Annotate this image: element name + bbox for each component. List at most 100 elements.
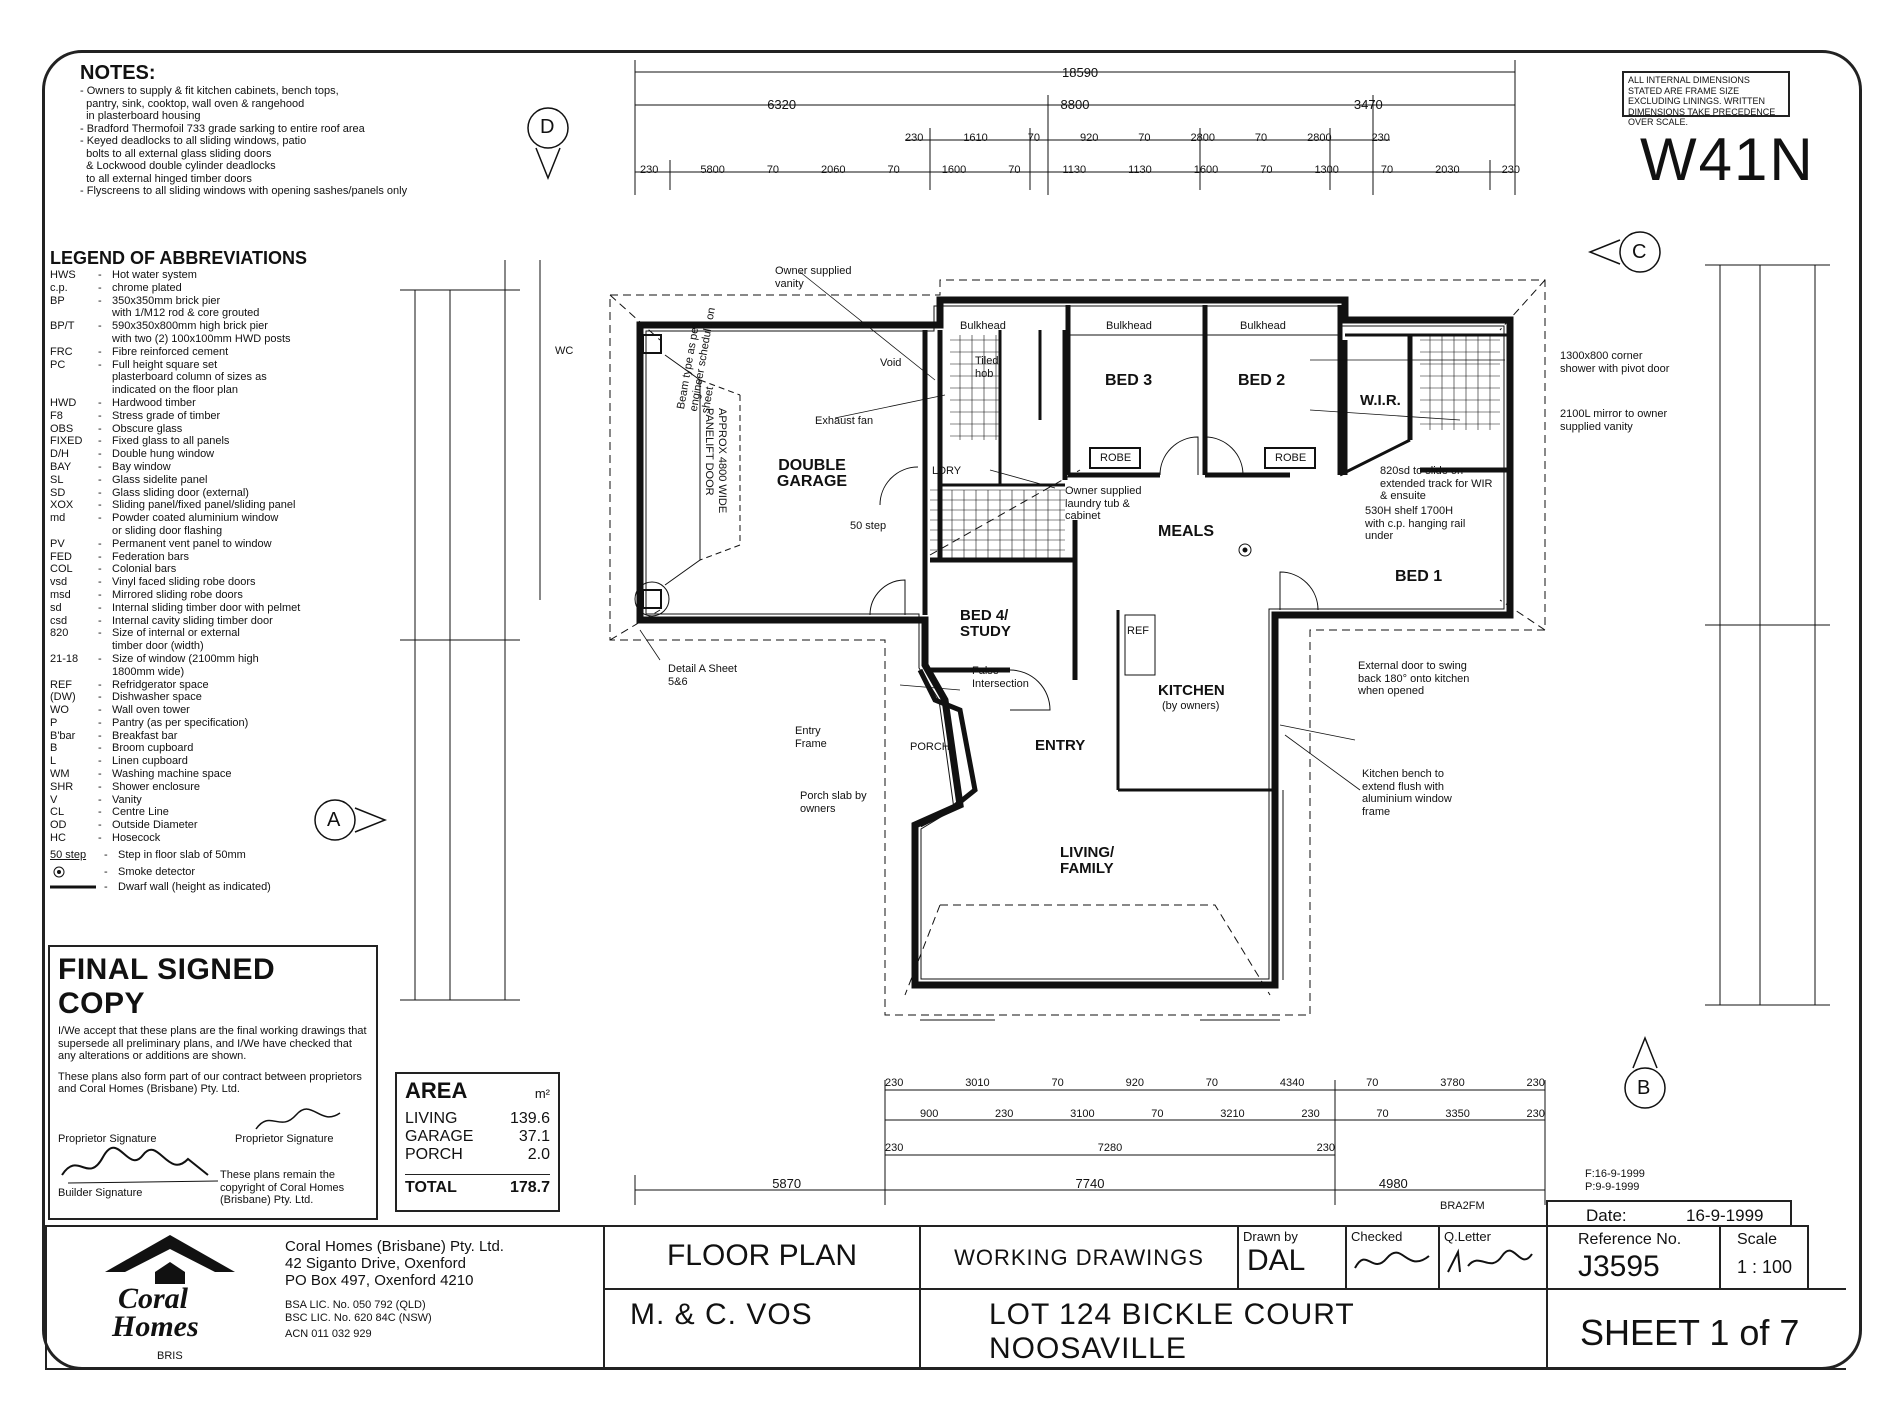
- sheet-cell: SHEET 1 of 7: [1546, 1288, 1846, 1370]
- legend-row: csd-Internal cavity sliding timber door: [50, 614, 273, 627]
- dimension-label: 230: [1526, 1108, 1545, 1120]
- notes-list: - Owners to supply & fit kitchen cabinet…: [80, 85, 530, 198]
- company-address2: PO Box 497, Oxenford 4210: [285, 1272, 474, 1289]
- client-name: M. & C. VOS: [630, 1298, 813, 1331]
- note-line: pantry, sink, cooktop, wall oven & range…: [80, 97, 305, 110]
- legend-row: FIXED-Fixed glass to all panels: [50, 435, 230, 448]
- legend-meaning: 1800mm wide): [112, 665, 185, 678]
- plan-type-cell: FLOOR PLAN: [603, 1225, 921, 1290]
- dimension-label: 1600: [1193, 164, 1219, 176]
- legend-row: CL-Centre Line: [50, 806, 169, 819]
- legend-meaning: Washing machine space: [112, 768, 232, 781]
- room-bed-2: BED 2: [1238, 372, 1286, 389]
- legend-abbrev: V: [50, 793, 58, 806]
- legend-meaning: 590x350x800mm high brick pier: [112, 320, 268, 333]
- legend-row: WM-Washing machine space: [50, 768, 232, 781]
- proprietor-signature-scribble-icon: [255, 1108, 341, 1130]
- area-title: AREA: [405, 1078, 468, 1103]
- legend-row: SHR-Shower enclosure: [50, 780, 201, 793]
- legend-row: B-Broom cupboard: [50, 742, 194, 755]
- legend-row: with 1/M12 rod & core grouted: [50, 307, 380, 320]
- legend-row: msd-Mirrored sliding robe doors: [50, 588, 243, 601]
- legend-row: HC-Hosecock: [50, 832, 161, 845]
- legend-meaning: 350x350mm brick pier: [112, 294, 221, 307]
- suburb: NOOSAVILLE: [989, 1332, 1187, 1365]
- laundry-label: LDRY: [932, 465, 962, 477]
- legend-row: BAY-Bay window: [50, 460, 171, 473]
- legend-meaning: Internal sliding timber door with pelmet: [112, 601, 301, 614]
- legend-meaning: Hardwood timber: [112, 396, 196, 409]
- fridge-label: REF: [1127, 625, 1149, 637]
- drawn-by-value: DAL: [1247, 1244, 1306, 1277]
- room-kitchen: KITCHEN: [1158, 682, 1225, 699]
- qletter-cell: Q.Letter: [1438, 1225, 1548, 1290]
- logo-sub: BRIS: [157, 1350, 183, 1362]
- final-signed-copy-box: FINAL SIGNED COPY I/We accept that these…: [48, 945, 378, 1220]
- legend-meaning: Refridgerator space: [112, 678, 209, 691]
- drawn-by-label: Drawn by: [1243, 1229, 1298, 1244]
- legend-abbrev: 820: [50, 627, 69, 640]
- legend-row: PV-Permanent vent panel to window: [50, 537, 272, 550]
- legend-meaning: Obscure glass: [112, 422, 183, 435]
- legend-abbrev: L: [50, 755, 57, 768]
- checked-label: Checked: [1351, 1229, 1403, 1244]
- legend-meaning: with two (2) 100x100mm HWD posts: [112, 332, 291, 345]
- dimension-label: 900: [920, 1108, 939, 1120]
- logo-text-homes: Homes: [112, 1310, 199, 1343]
- dimension-label: 230: [1526, 1077, 1545, 1089]
- legend-abbrev: B: [50, 742, 58, 755]
- legend-abbrev: SL: [50, 473, 64, 486]
- license-nsw: BSC LIC. No. 620 84C (NSW): [285, 1311, 432, 1324]
- final-copy-para1: I/We accept that these plans are the fin…: [58, 1025, 367, 1062]
- scale-label: Scale: [1737, 1231, 1778, 1248]
- area-value: 2.0: [527, 1146, 550, 1163]
- dimension-label: 70: [766, 164, 780, 176]
- scale-value: 1 : 100: [1737, 1257, 1793, 1277]
- legend-row: 820-Size of internal or external: [50, 627, 240, 640]
- note-line: in plasterboard housing: [80, 110, 201, 122]
- dimension-label: 7280: [1097, 1142, 1123, 1154]
- legend-row: B'bar-Breakfast bar: [50, 729, 178, 742]
- dimension-label: 1130: [1062, 164, 1087, 176]
- legend-row: WO-Wall oven tower: [50, 704, 190, 717]
- legend-row: OBS-Obscure glass: [50, 422, 183, 435]
- legend-abbrev: c.p.: [50, 281, 68, 294]
- legend-abbrev: HC: [50, 832, 66, 845]
- legend-meaning: Linen cupboard: [112, 755, 188, 768]
- smoke-detector-icon: [50, 866, 104, 882]
- room-entry: ENTRY: [1035, 737, 1086, 754]
- legend-meaning: Fixed glass to all panels: [112, 435, 230, 448]
- legend-meaning: Hot water system: [112, 269, 197, 281]
- dimension-label: 70: [1366, 1077, 1379, 1089]
- legend-abbrev: B'bar: [50, 729, 76, 742]
- legend-row: vsd-Vinyl faced sliding robe doors: [50, 576, 256, 589]
- dimension-label: 230: [995, 1108, 1014, 1120]
- dimension-label: 920: [1079, 132, 1099, 144]
- legend-abbrev: 21-18: [50, 652, 79, 665]
- note-exhaust-fan: Exhaust fan: [815, 415, 874, 427]
- checked-cell: Checked: [1345, 1225, 1440, 1290]
- legend-smoke-desc: Smoke detector: [118, 865, 196, 878]
- note-kitchen-bench: Kitchen bench to extend flush with alumi…: [1362, 768, 1452, 818]
- drawn-by-cell: Drawn by DAL: [1237, 1225, 1347, 1290]
- legend-abbrev: BP: [50, 294, 65, 307]
- legend-abbrev: D/H: [50, 448, 69, 461]
- dimension-label: 920: [1125, 1077, 1144, 1089]
- note-line: - Bradford Thermofoil 733 grade sarking …: [80, 122, 365, 135]
- dimension-label: 230: [640, 164, 659, 176]
- area-unit: m²: [534, 1086, 550, 1101]
- legend-meaning: Breakfast bar: [112, 729, 178, 742]
- date-label: Date:: [1586, 1206, 1627, 1225]
- working-drawings-cell: WORKING DRAWINGS: [919, 1225, 1239, 1290]
- reference-cell: Reference No. J3595: [1546, 1225, 1721, 1290]
- builder-signature-scribble-icon: [61, 1146, 219, 1184]
- note-owner-vanity: Owner supplied vanity: [775, 265, 852, 290]
- builder-signature: Builder Signature: [58, 1187, 143, 1199]
- room-bed-3: BED 3: [1105, 372, 1153, 389]
- note-line: - Flyscreens to all sliding windows with…: [80, 185, 408, 197]
